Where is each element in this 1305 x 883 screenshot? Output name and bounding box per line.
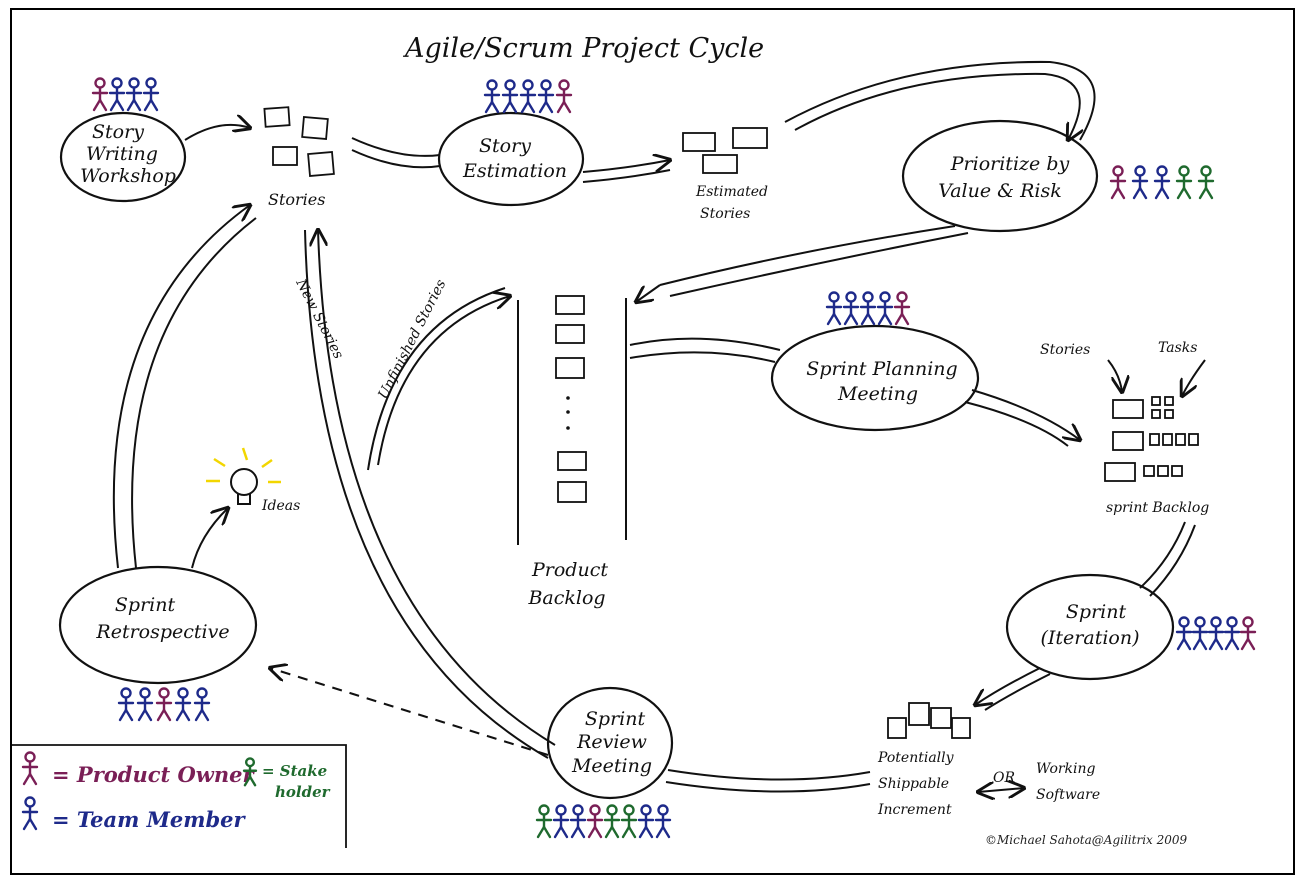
node-label-line: Story (479, 135, 531, 157)
team-member-figure-icon (483, 79, 501, 114)
sprint-backlog-label: sprint Backlog (1106, 500, 1209, 516)
node-sprint-planning-meeting: Sprint Planning Meeting (770, 324, 980, 432)
working-software-label: Working (1036, 761, 1096, 777)
team-member-figure-icon (569, 804, 587, 839)
product-owner-figure-icon (555, 79, 573, 114)
node-label-line: Retrospective (95, 621, 229, 643)
diagram-title: Agile/Scrum Project Cycle (402, 33, 764, 64)
team-member-figure-icon (1207, 616, 1225, 651)
team-member-figure-icon (142, 77, 160, 112)
team-member-figure-icon (501, 79, 519, 114)
sprint-backlog-grid (1104, 396, 1199, 482)
node-prioritize: Prioritize by Value & Risk (901, 119, 1099, 233)
stakeholder-figure-icon (620, 804, 638, 839)
team-member-figure-icon (108, 77, 126, 112)
credit-text: ©Michael Sahota@Agilitrix 2009 (985, 833, 1188, 847)
stories-cards (263, 106, 335, 177)
increment-label: Shippable (878, 776, 949, 792)
node-label-line: Sprint (585, 708, 646, 730)
product-owner-figure-icon (91, 77, 109, 112)
node-story-estimation: Story Estimation (437, 111, 585, 207)
estimated-stories-label: Estimated (695, 184, 768, 200)
node-label-line: Story (92, 121, 144, 143)
legend-team-member-label: = Team Member (52, 807, 246, 832)
lightbulb-icon (206, 447, 281, 505)
new-stories-label: New Stories (292, 276, 346, 362)
increment-label: Increment (877, 802, 952, 818)
stakeholder-figure-icon (242, 757, 258, 787)
node-sprint-iteration: Sprint (Iteration) (1005, 573, 1175, 681)
node-label-line: Sprint (1066, 601, 1127, 623)
team-member-figure-icon (1223, 616, 1241, 651)
team-member-figure-icon (125, 77, 143, 112)
team-member-figure-icon (842, 291, 860, 326)
team-member-figure-icon (117, 687, 135, 722)
team-member-figure-icon (136, 687, 154, 722)
unfinished-stories-label: Unfinished Stories (375, 277, 449, 402)
estimated-stories-label: Stories (700, 206, 750, 222)
or-label: OR (993, 770, 1015, 786)
node-label-line: Meeting (571, 755, 652, 777)
team-member-figure-icon (537, 79, 555, 114)
team-member-figure-icon (552, 804, 570, 839)
team-member-figure-icon (1191, 616, 1209, 651)
ideas-label: Ideas (261, 498, 300, 514)
team-member-figure-icon (1131, 165, 1149, 200)
estimated-stories-cards (682, 127, 768, 174)
node-label-line: (Iteration) (1040, 627, 1139, 649)
legend-stakeholder-label: = Stake (262, 762, 327, 780)
legend: = Product Owner = Team Member = Stake ho… (12, 744, 347, 848)
people-layer (91, 77, 1257, 839)
node-sprint-review-meeting: Sprint Review Meeting (546, 686, 674, 800)
node-label-line: Estimation (462, 160, 567, 182)
sprint-backlog-tasks-label: Tasks (1158, 340, 1197, 356)
node-label-line: Sprint (115, 594, 176, 616)
node-sprint-retrospective: Sprint Retrospective (58, 565, 258, 685)
team-member-figure-icon (519, 79, 537, 114)
product-owner-figure-icon (21, 751, 39, 786)
product-owner-figure-icon (1109, 165, 1127, 200)
stakeholder-figure-icon (1175, 165, 1193, 200)
node-label-line: Value & Risk (938, 180, 1062, 202)
stakeholder-figure-icon (603, 804, 621, 839)
team-member-figure-icon (654, 804, 672, 839)
node-label-line: Writing (86, 143, 158, 165)
product-backlog-column (517, 295, 627, 545)
team-member-figure-icon (1175, 616, 1193, 651)
sprint-backlog-stories-label: Stories (1040, 342, 1090, 358)
product-owner-figure-icon (893, 291, 911, 326)
node-label-line: Meeting (837, 383, 918, 405)
team-member-figure-icon (637, 804, 655, 839)
product-backlog-label: Backlog (527, 587, 605, 609)
flow-arrows (112, 60, 1196, 793)
stories-label: Stories (268, 190, 325, 209)
node-label-line: Prioritize by (950, 153, 1070, 175)
team-member-figure-icon (21, 796, 39, 831)
team-member-figure-icon (825, 291, 843, 326)
stakeholder-figure-icon (1197, 165, 1215, 200)
product-owner-figure-icon (155, 687, 173, 722)
legend-product-owner-label: = Product Owner (52, 762, 256, 787)
node-story-writing-workshop: Story Writing Workshop (59, 111, 187, 203)
team-member-figure-icon (859, 291, 877, 326)
team-member-figure-icon (193, 687, 211, 722)
legend-stakeholder-label: holder (275, 783, 331, 801)
team-member-figure-icon (876, 291, 894, 326)
product-owner-figure-icon (586, 804, 604, 839)
team-member-figure-icon (1153, 165, 1171, 200)
team-member-figure-icon (174, 687, 192, 722)
increment-boxes (887, 702, 971, 739)
node-label-line: Sprint Planning (806, 358, 957, 380)
increment-label: Potentially (877, 750, 955, 766)
node-label-line: Review (576, 731, 647, 753)
product-backlog-label: Product (531, 559, 608, 581)
node-label-line: Workshop (80, 165, 176, 187)
working-software-label: Software (1036, 787, 1100, 803)
stakeholder-figure-icon (535, 804, 553, 839)
product-owner-figure-icon (1239, 616, 1257, 651)
